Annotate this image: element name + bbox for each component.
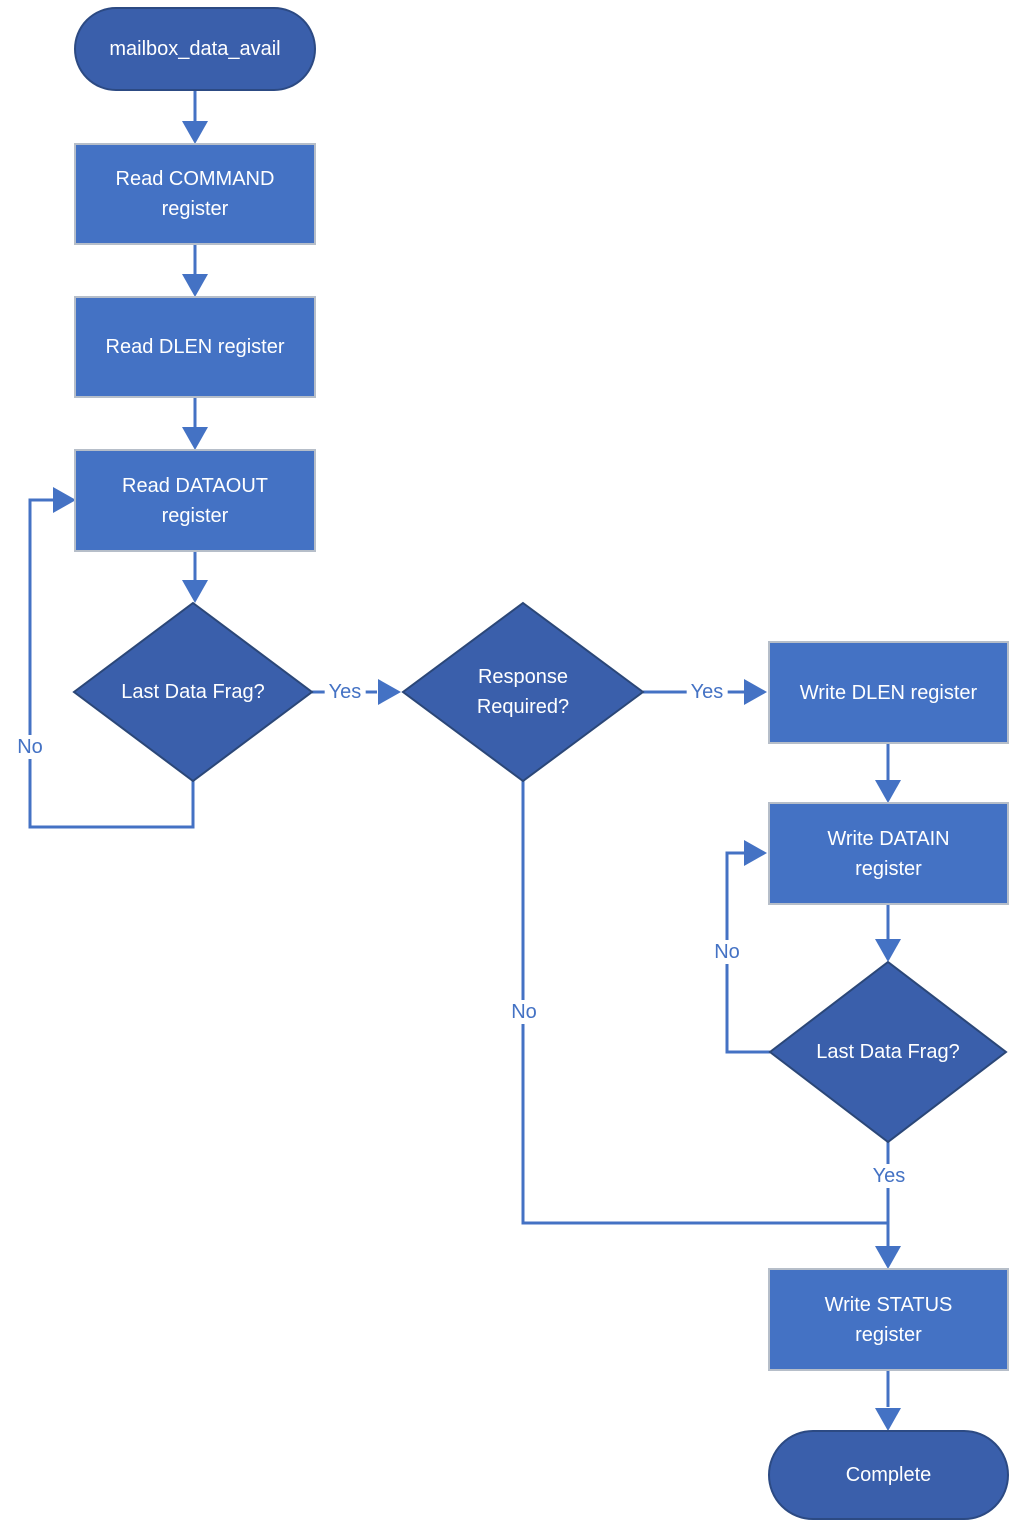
decision-response-required-shape (401, 601, 645, 783)
arrowhead-icon (875, 1408, 901, 1431)
arrowhead-icon (182, 580, 208, 603)
connector-decision3-no-loop (725, 851, 770, 1054)
connector-decision2-no (521, 781, 888, 1225)
terminator-start-shape (74, 7, 316, 91)
arrowhead-icon (182, 274, 208, 297)
process-write-dlen-shape (768, 641, 1009, 744)
arrowhead-icon (875, 780, 901, 803)
process-write-datain-shape (768, 802, 1009, 905)
process-read-dataout-shape (74, 449, 316, 552)
arrowhead-icon (744, 679, 767, 705)
process-read-command-shape (74, 143, 316, 245)
arrowhead-icon (378, 679, 401, 705)
terminator-complete-shape (768, 1430, 1009, 1520)
process-write-status-shape (768, 1268, 1009, 1371)
arrowhead-icon (53, 487, 76, 513)
decision-last-data-frag-1-shape (72, 601, 314, 783)
arrowhead-icon (744, 840, 767, 866)
decision-last-data-frag-2-shape (768, 960, 1008, 1144)
arrowhead-icon (875, 1246, 901, 1269)
process-read-dlen-shape (74, 296, 316, 398)
arrowheads (53, 121, 901, 1431)
arrowhead-icon (182, 121, 208, 144)
arrowhead-icon (182, 427, 208, 450)
connector-decision1-no-loop (28, 498, 195, 829)
arrowhead-icon (875, 939, 901, 962)
